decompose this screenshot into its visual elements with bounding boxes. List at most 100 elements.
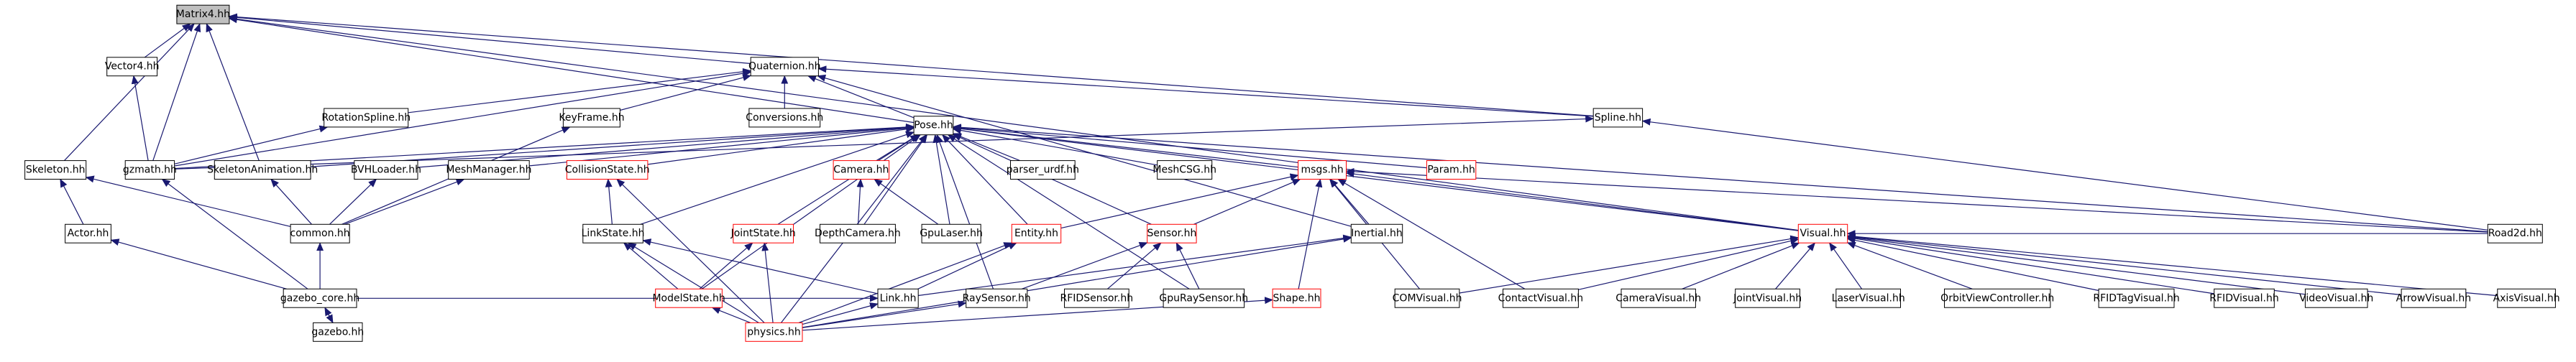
node-linkstate[interactable]: LinkState.hh — [582, 223, 645, 243]
node-box-keyframe — [562, 108, 620, 128]
node-actor[interactable]: Actor.hh — [65, 223, 111, 243]
node-param[interactable]: Param.hh — [1426, 160, 1477, 180]
node-label-actor: Actor.hh — [68, 228, 109, 239]
node-shape[interactable]: Shape.hh — [1272, 288, 1321, 308]
dependency-edge-rfidvisual-to-visual — [1846, 235, 2214, 294]
node-skelanim[interactable]: SkeletonAnimation.hh — [207, 160, 318, 180]
node-cameravisual[interactable]: CameraVisual.hh — [1615, 288, 1701, 308]
node-conversions[interactable]: Conversions.hh — [746, 108, 823, 128]
node-label-gpulaser: GpuLaser.hh — [920, 228, 983, 239]
node-label-gzmath: gzmath.hh — [123, 164, 177, 176]
node-jointstate[interactable]: JointState.hh — [730, 223, 796, 243]
dependency-edge-physics-to-linkstate — [627, 242, 759, 323]
node-inertial[interactable]: Inertial.hh — [1350, 223, 1403, 243]
node-gazebo[interactable]: gazebo.hh — [311, 322, 364, 342]
node-rfidvisual[interactable]: RFIDVisual.hh — [2209, 288, 2279, 308]
node-camera[interactable]: Camera.hh — [833, 160, 890, 180]
node-depthcamera[interactable]: DepthCamera.hh — [815, 223, 901, 243]
node-gpuraysensor[interactable]: GpuRaySensor.hh — [1159, 288, 1248, 308]
node-box-gpulaser — [921, 223, 981, 243]
node-axisvisual[interactable]: AxisVisual.hh — [2493, 288, 2560, 308]
dependency-edge-raysensor-to-sensor — [1022, 242, 1148, 289]
node-raysensor[interactable]: RaySensor.hh — [963, 288, 1031, 308]
node-box-laservisual — [1835, 288, 1902, 308]
dependency-edge-gazebo_core-to-gzmath — [161, 178, 308, 289]
dependency-edge-depthcamera-to-camera — [856, 178, 864, 225]
node-keyframe[interactable]: KeyFrame.hh — [559, 108, 625, 128]
dependency-edge-orbitview-to-visual — [1846, 242, 1973, 289]
node-box-gzmath — [124, 160, 175, 180]
node-label-link: Link.hh — [880, 292, 917, 304]
node-modelstate[interactable]: ModelState.hh — [652, 288, 725, 308]
node-box-parser_urdf — [1010, 160, 1076, 180]
dependency-edge-raysensor-to-pose — [936, 134, 994, 289]
node-box-skeleton — [24, 160, 87, 180]
node-box-axisvisual — [2497, 288, 2556, 308]
dependency-edge-visual-to-matrix4 — [228, 15, 1799, 231]
node-parser_urdf[interactable]: parser_urdf.hh — [1007, 160, 1079, 180]
node-gzmath[interactable]: gzmath.hh — [123, 160, 177, 180]
node-rfidsensor[interactable]: RFIDSensor.hh — [1060, 288, 1134, 308]
node-rotationspline[interactable]: RotationSpline.hh — [321, 108, 411, 128]
node-label-meshmanager: MeshManager.hh — [446, 164, 531, 176]
node-box-rotationspline — [324, 108, 409, 128]
dependency-edge-spline-to-matrix4 — [228, 13, 1594, 117]
node-gpulaser[interactable]: GpuLaser.hh — [920, 223, 983, 243]
node-box-orbitview — [1944, 288, 2051, 308]
node-videovisual[interactable]: VideoVisual.hh — [2299, 288, 2373, 308]
dependency-edge-cameravisual-to-visual — [1682, 242, 1800, 289]
dependency-edge-rfidsensor-to-sensor — [1107, 242, 1162, 289]
node-entity[interactable]: Entity.hh — [1011, 223, 1062, 243]
node-vector4[interactable]: Vector4.hh — [105, 57, 160, 77]
node-label-common: common.hh — [290, 228, 350, 239]
node-box-vector4 — [106, 57, 158, 77]
node-box-rfidvisual — [2214, 288, 2275, 308]
node-physics[interactable]: physics.hh — [745, 322, 803, 342]
node-pose[interactable]: Pose.hh — [913, 116, 954, 136]
dependency-edge-road2d-to-pose — [952, 124, 2488, 233]
node-label-msgs: msgs.hh — [1301, 164, 1343, 176]
node-quaternion[interactable]: Quaternion.hh — [748, 57, 821, 77]
node-box-contactvisual — [1503, 288, 1579, 308]
dependency-edge-shape-to-msgs — [1298, 178, 1323, 289]
node-label-vector4: Vector4.hh — [105, 61, 160, 73]
dependency-edge-gpuraysensor-to-pose — [947, 134, 1190, 289]
node-orbitview[interactable]: OrbitViewController.hh — [1940, 288, 2054, 308]
node-rfidtagvisual[interactable]: RFIDTagVisual.hh — [2093, 288, 2180, 308]
node-link[interactable]: Link.hh — [877, 288, 919, 308]
node-comvisual[interactable]: COMVisual.hh — [1393, 288, 1462, 308]
node-jointvisual[interactable]: JointVisual.hh — [1733, 288, 1802, 308]
node-collisionstate[interactable]: CollisionState.hh — [565, 160, 650, 180]
node-matrix4[interactable]: Matrix4.hh — [176, 4, 230, 24]
node-label-rfidvisual: RFIDVisual.hh — [2209, 292, 2278, 304]
node-label-skeleton: Skeleton.hh — [26, 164, 86, 176]
dependency-edge-meshmanager-to-pose — [529, 124, 915, 167]
dependency-edge-msgs-to-pose — [952, 125, 1298, 168]
node-label-skelanim: SkeletonAnimation.hh — [207, 164, 318, 176]
node-box-gpuraysensor — [1163, 288, 1245, 308]
dependency-edge-gazebo_core-to-actor — [110, 238, 287, 289]
node-visual[interactable]: Visual.hh — [1797, 223, 1848, 243]
node-bvhloader[interactable]: BVHLoader.hh — [351, 160, 421, 180]
dependency-edge-common-to-bvhloader — [329, 178, 377, 225]
node-spline[interactable]: Spline.hh — [1592, 108, 1644, 128]
dependency-edge-visual-to-msgs — [1345, 170, 1799, 231]
node-box-depthcamera — [820, 223, 896, 243]
node-laservisual[interactable]: LaserVisual.hh — [1832, 288, 1905, 308]
node-skeleton[interactable]: Skeleton.hh — [24, 160, 87, 180]
node-road2d[interactable]: Road2d.hh — [2487, 223, 2543, 243]
node-sensor[interactable]: Sensor.hh — [1147, 223, 1197, 243]
node-label-modelstate: ModelState.hh — [652, 292, 725, 304]
node-meshmanager[interactable]: MeshManager.hh — [446, 160, 531, 180]
node-label-arrowvisual: ArrowVisual.hh — [2396, 292, 2472, 304]
node-common[interactable]: common.hh — [290, 223, 350, 243]
node-contactvisual[interactable]: ContactVisual.hh — [1498, 288, 1583, 308]
dependency-edge-laservisual-to-visual — [1829, 242, 1863, 289]
node-msgs[interactable]: msgs.hh — [1298, 160, 1347, 180]
node-meshcsg[interactable]: MeshCSG.hh — [1152, 160, 1216, 180]
dependency-edge-contactvisual-to-msgs — [1337, 178, 1526, 289]
node-arrowvisual[interactable]: ArrowVisual.hh — [2396, 288, 2472, 308]
dependency-edge-param-to-pose — [952, 124, 1427, 169]
node-gazebo_core[interactable]: gazebo_core.hh — [280, 288, 359, 308]
